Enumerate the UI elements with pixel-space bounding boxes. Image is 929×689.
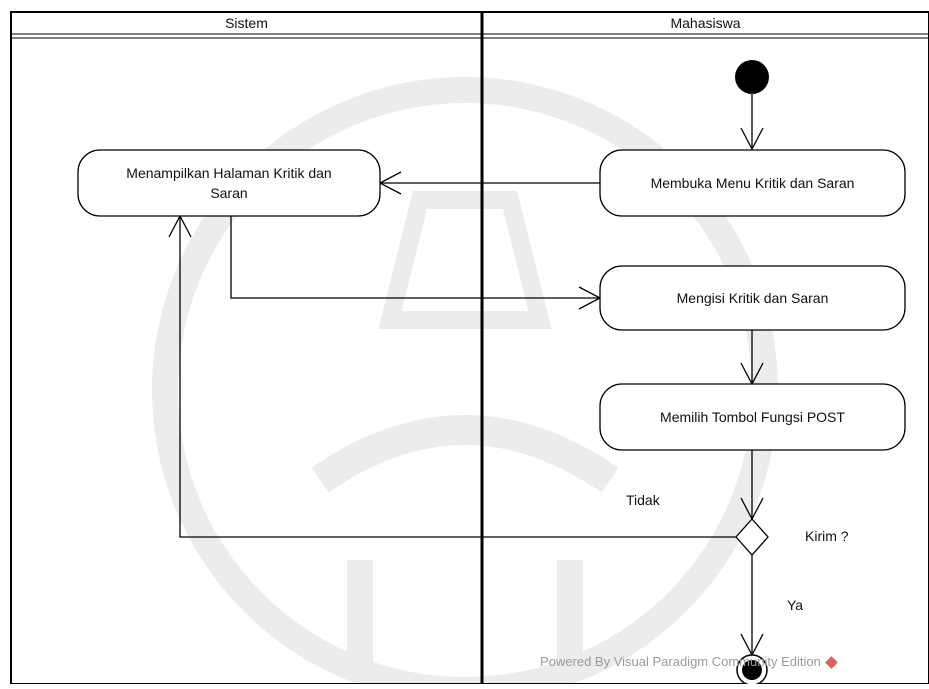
node-tampil-line1: Menampilkan Halaman Kritik dan	[126, 165, 332, 181]
node-tampil-shape	[77, 149, 381, 217]
node-pilih: Memilih Tombol Fungsi POST	[660, 409, 845, 425]
visual-paradigm-logo-icon	[824, 656, 838, 669]
node-buka: Membuka Menu Kritik dan Saran	[650, 175, 855, 191]
decision-label: Kirim ?	[805, 528, 849, 544]
action-nodes	[77, 149, 906, 451]
guard-ya: Ya	[787, 597, 804, 613]
node-isi: Mengisi Kritik dan Saran	[676, 290, 829, 306]
powered-by-footer: Powered By Visual Paradigm Community Edi…	[540, 654, 838, 669]
footer-text: Powered By Visual Paradigm Community Edi…	[540, 654, 821, 669]
node-isi-shape	[599, 265, 906, 331]
arrowhead-buka	[740, 127, 764, 151]
node-buka-shape	[599, 149, 906, 217]
final-node	[736, 654, 768, 686]
node-tampil: Menampilkan Halaman Kritik dan Saran	[78, 150, 380, 216]
lane-header-sistem: Sistem	[225, 15, 268, 31]
edge-decision-to-tampil	[179, 216, 736, 538]
swimlane-frame	[10, 11, 929, 685]
lane-header-mahasiswa: Mahasiswa	[670, 15, 741, 31]
node-pilih-shape	[599, 383, 906, 451]
decision-node	[735, 518, 769, 556]
guard-tidak: Tidak	[626, 492, 660, 508]
edge-tampil-to-isi	[230, 216, 600, 299]
initial-node	[735, 60, 769, 94]
node-tampil-line2: Saran	[210, 185, 248, 201]
